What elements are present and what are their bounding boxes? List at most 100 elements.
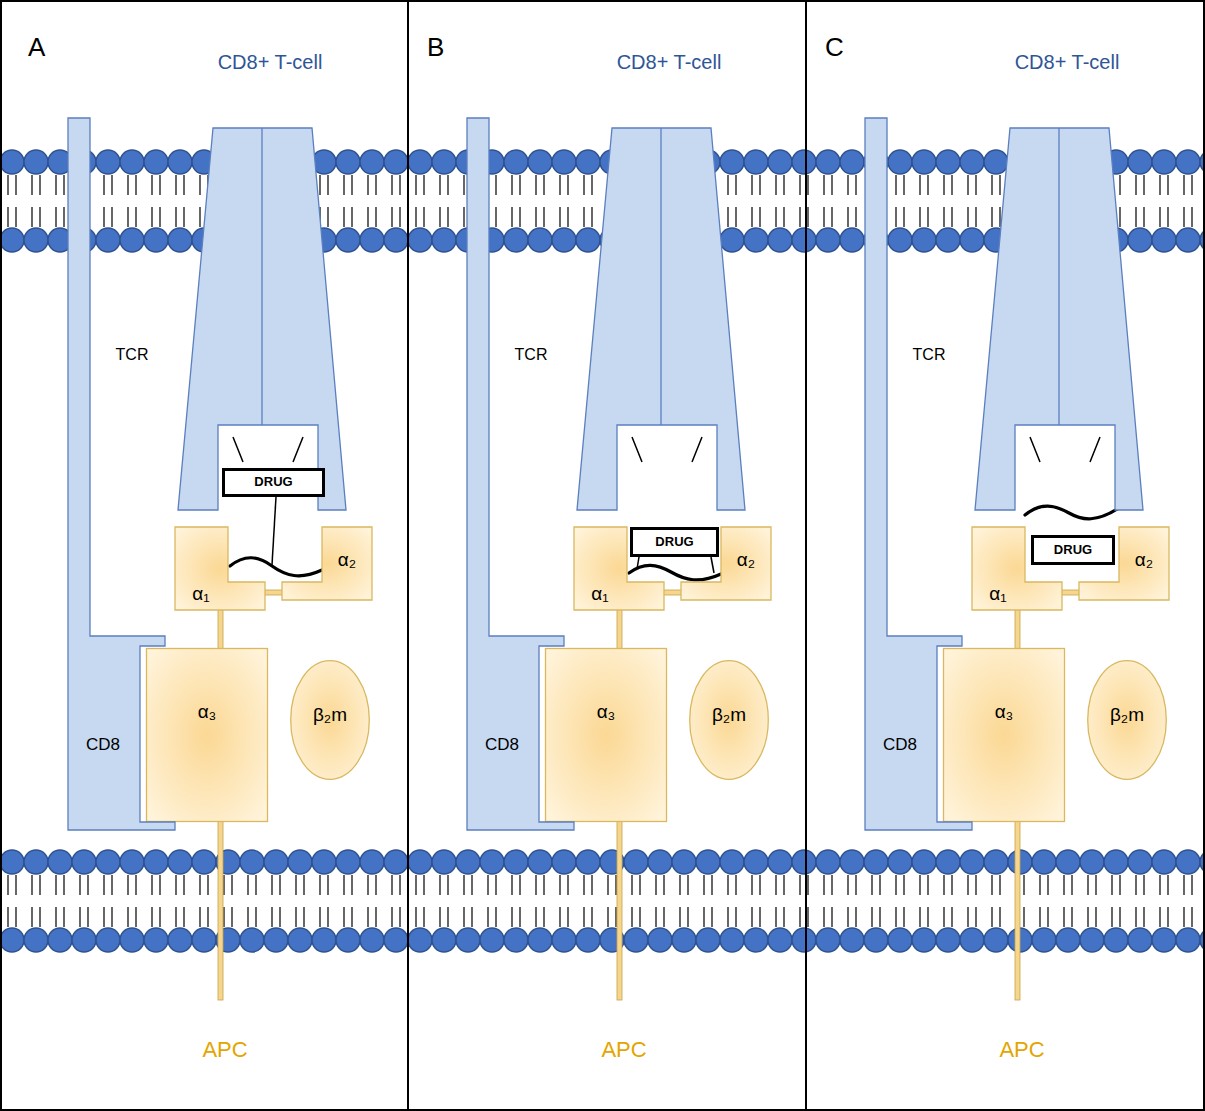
- drug-box: DRUG: [630, 527, 719, 557]
- lipid-tail: [1063, 907, 1064, 927]
- mhc-alpha1-domain: α₁: [175, 527, 265, 610]
- lipid-tail: [1135, 907, 1136, 927]
- lipid-head: [936, 150, 960, 174]
- lipid-tail: [607, 875, 608, 895]
- lipid-head: [96, 850, 120, 874]
- beta2-microglobulin-outline: [690, 661, 769, 780]
- lipid-head: [408, 150, 432, 174]
- lipid-tail: [895, 207, 896, 227]
- lipid-tail: [367, 175, 368, 195]
- tcr-receptor-outline: [577, 128, 745, 510]
- lipid-tail: [159, 207, 160, 227]
- lipid-tail: [7, 907, 8, 927]
- lipid-head: [528, 850, 552, 874]
- lipid-tail: [31, 175, 32, 195]
- lipid-tail: [103, 175, 104, 195]
- lipid-tail: [439, 175, 440, 195]
- cell-label: CD8+ T-cell: [218, 51, 323, 74]
- lipid-head: [264, 850, 288, 874]
- cd8-coreceptor: CD8: [865, 118, 972, 830]
- lipid-tail: [415, 907, 416, 927]
- lipid-tail: [87, 875, 88, 895]
- lipid-head: [72, 928, 96, 952]
- lipid-tail: [1119, 907, 1120, 927]
- lipid-head: [552, 850, 576, 874]
- cdr-loop: [233, 437, 243, 462]
- lipid-tail: [559, 907, 560, 927]
- lipid-tail: [783, 207, 784, 227]
- tcr-receptor-outline: [975, 128, 1143, 510]
- lipid-tail: [727, 207, 728, 227]
- lipid-tail: [807, 875, 808, 895]
- cell-label: CD8+ T-cell: [617, 51, 722, 74]
- lipid-tail: [855, 875, 856, 895]
- lipid-tail: [751, 175, 752, 195]
- lipid-tail: [135, 175, 136, 195]
- lipid-tail: [583, 907, 584, 927]
- lipid-tail: [855, 207, 856, 227]
- lipid-tail: [919, 207, 920, 227]
- mhc-alpha2-domain-shape: [282, 527, 372, 600]
- lipid-tail: [7, 175, 8, 195]
- lipid-tail: [543, 175, 544, 195]
- lipid-tail: [583, 875, 584, 895]
- lipid-head: [384, 850, 408, 874]
- lipid-tail: [399, 907, 400, 927]
- lipid-tail: [351, 175, 352, 195]
- lipid-tail: [799, 875, 800, 895]
- lipid-head: [816, 150, 840, 174]
- lipid-head: [504, 228, 528, 252]
- lipid-tail: [735, 175, 736, 195]
- lipid-head: [768, 228, 792, 252]
- mhc-alpha2-domain-shape: [1079, 527, 1169, 600]
- beta2-microglobulin: β₂m: [689, 660, 769, 780]
- lipid-tail: [831, 207, 832, 227]
- lipid-tail: [783, 175, 784, 195]
- lipid-tail: [583, 207, 584, 227]
- lipid-tail: [319, 875, 320, 895]
- lipid-tail: [639, 907, 640, 927]
- lipid-tail: [127, 907, 128, 927]
- lipid-tail: [895, 875, 896, 895]
- lipid-tail: [159, 875, 160, 895]
- lipid-tail: [207, 875, 208, 895]
- lipid-tail: [1087, 907, 1088, 927]
- lipid-tail: [15, 175, 16, 195]
- lipid-head: [240, 850, 264, 874]
- lipid-head: [984, 850, 1008, 874]
- lipid-head: [840, 928, 864, 952]
- lipid-tail: [495, 207, 496, 227]
- lipid-head: [696, 928, 720, 952]
- lipid-head: [144, 228, 168, 252]
- lipid-head: [96, 150, 120, 174]
- lipid-tail: [255, 875, 256, 895]
- mhc-linker: [1015, 608, 1020, 650]
- lipid-tail: [735, 907, 736, 927]
- lipid-tail: [847, 907, 848, 927]
- lipid-tail: [823, 175, 824, 195]
- lipid-tail: [351, 875, 352, 895]
- lipid-tail: [439, 875, 440, 895]
- lipid-head: [288, 850, 312, 874]
- lipid-tail: [319, 175, 320, 195]
- lipid-head: [360, 228, 384, 252]
- cdr-loop: [293, 437, 303, 462]
- lipid-head: [120, 228, 144, 252]
- lipid-tail: [847, 875, 848, 895]
- lipid-head: [408, 928, 432, 952]
- lipid-head: [504, 150, 528, 174]
- lipid-tail: [783, 907, 784, 927]
- lipid-tail: [367, 875, 368, 895]
- lipid-tail: [919, 175, 920, 195]
- lipid-head: [912, 850, 936, 874]
- lipid-tail: [1183, 175, 1184, 195]
- lipid-tail: [103, 907, 104, 927]
- mhc-alpha1-domain-outline: [574, 527, 664, 610]
- lipid-head: [936, 928, 960, 952]
- lipid-head: [792, 150, 816, 174]
- lipid-tail: [711, 907, 712, 927]
- lipid-head: [816, 228, 840, 252]
- lipid-head: [1104, 928, 1128, 952]
- cd8-coreceptor-shape: [68, 118, 175, 830]
- lipid-tail: [799, 175, 800, 195]
